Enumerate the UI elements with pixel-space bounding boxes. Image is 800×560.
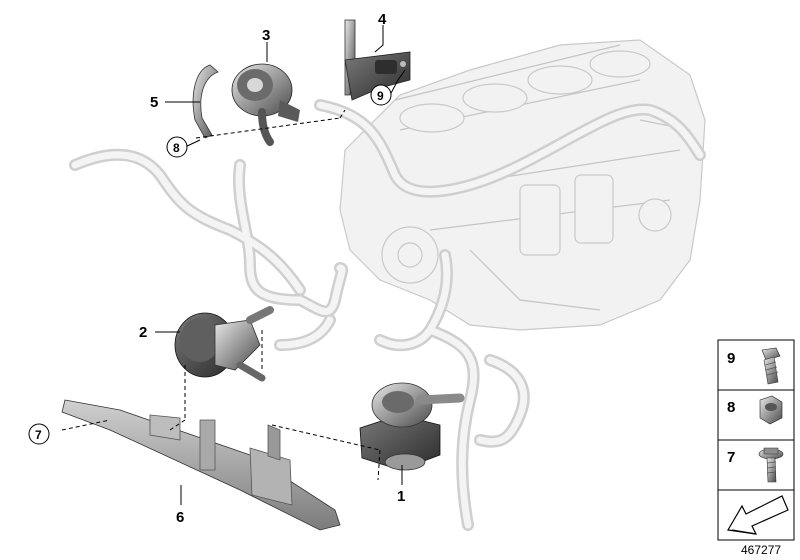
legend-number-8: 8 <box>727 399 735 416</box>
clamp-part-5[interactable] <box>192 64 219 139</box>
diagonal-arrow-icon <box>727 495 789 535</box>
circled-callout-9: 9 <box>370 84 392 106</box>
diagram-reference-number: 467277 <box>741 543 781 557</box>
callout-7: 7 <box>35 428 42 442</box>
callout-1: 1 <box>397 488 405 505</box>
water-pump-part-2[interactable] <box>174 306 274 382</box>
legend-cell-9 <box>717 339 795 391</box>
water-pump-part-3[interactable] <box>231 63 300 146</box>
leader-lines <box>155 25 406 505</box>
callout-6: 6 <box>176 509 184 526</box>
callout-8: 8 <box>173 141 180 155</box>
callout-4: 4 <box>378 11 387 28</box>
bracket-part-4[interactable] <box>344 19 411 101</box>
callout-9: 9 <box>377 89 384 103</box>
water-pump-part-1[interactable] <box>359 382 465 471</box>
callout-3: 3 <box>262 27 270 44</box>
fastener-legend: 9 8 7 <box>717 339 795 541</box>
callout-5: 5 <box>150 94 158 111</box>
hex-flange-bolt-icon <box>761 347 781 385</box>
mounting-rail-part-6[interactable] <box>61 399 341 531</box>
legend-cell-7 <box>717 439 795 491</box>
coolant-hoses-ghost <box>69 99 706 531</box>
callout-2: 2 <box>139 324 147 341</box>
circled-callout-8: 8 <box>166 136 188 158</box>
hex-nut-icon <box>759 395 783 425</box>
circled-callout-7: 7 <box>28 423 50 445</box>
legend-number-7: 7 <box>727 449 735 466</box>
collar-bolt-icon <box>758 447 784 483</box>
assembly-dashed-lines <box>61 109 381 481</box>
legend-number-9: 9 <box>727 350 735 367</box>
